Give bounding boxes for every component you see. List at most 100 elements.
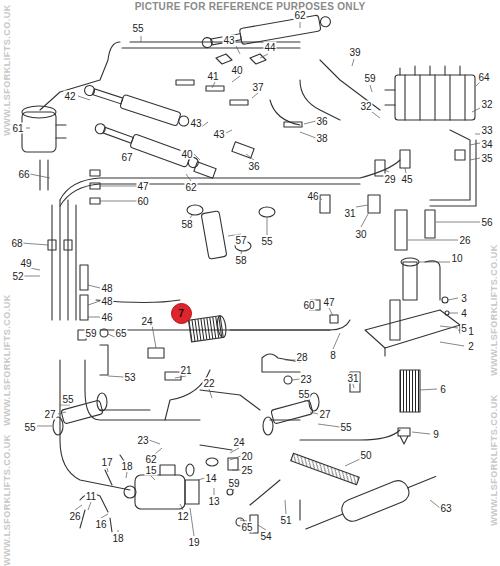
callout-number: 59 <box>84 328 97 339</box>
callout-number: 9 <box>432 429 440 440</box>
callout-number: 2 <box>467 341 475 352</box>
callout-number: 28 <box>295 352 308 363</box>
callout-number: 27 <box>43 409 56 420</box>
callout-number: 55 <box>61 394 74 405</box>
callout-number: 1 <box>467 326 475 337</box>
callout-number: 62 <box>144 454 157 465</box>
callout-number: 61 <box>11 123 24 134</box>
callout-number: 48 <box>100 296 113 307</box>
callout-number: 43 <box>212 129 225 140</box>
callout-number: 38 <box>315 133 328 144</box>
callout-number: 55 <box>297 389 310 400</box>
callout-number: 60 <box>136 196 149 207</box>
leader-lines <box>22 22 480 536</box>
callout-number: 10 <box>450 253 463 264</box>
callout-number: 26 <box>68 511 81 522</box>
callout-number: 54 <box>259 531 272 542</box>
callout-number: 40 <box>230 65 243 76</box>
callout-number: 23 <box>299 374 312 385</box>
callout-number: 60 <box>302 300 315 311</box>
callout-number: 23 <box>136 435 149 446</box>
callout-number: 41 <box>206 71 219 82</box>
callout-number: 44 <box>263 42 276 53</box>
callout-number: 20 <box>240 451 253 462</box>
callout-number: 49 <box>19 258 32 269</box>
callout-number: 24 <box>140 316 153 327</box>
callout-number: 59 <box>227 478 240 489</box>
callout-number: 68 <box>10 238 23 249</box>
callout-number: 48 <box>100 283 113 294</box>
callout-number: 58 <box>180 219 193 230</box>
callout-number: 36 <box>247 161 260 172</box>
callout-number: 58 <box>234 255 247 266</box>
callout-number: 63 <box>439 503 452 514</box>
callout-number: 24 <box>232 437 245 448</box>
callout-number: 53 <box>123 372 136 383</box>
callout-number: 62 <box>184 182 197 193</box>
callout-number: 40 <box>180 149 193 160</box>
callout-number: 12 <box>176 511 189 522</box>
callout-number: 51 <box>279 515 292 526</box>
callout-number: 47 <box>136 181 149 192</box>
callout-number: 57 <box>234 235 247 246</box>
watermark-text: WWW.LSFORKLIFTS.CO.UK <box>489 393 500 526</box>
callout-number: 62 <box>293 10 306 21</box>
callout-number: 31 <box>346 373 359 384</box>
callout-number: 56 <box>480 217 493 228</box>
callout-number: 13 <box>207 496 220 507</box>
callout-number: 30 <box>354 229 367 240</box>
callout-number: 8 <box>329 350 337 361</box>
callout-number: 34 <box>480 139 493 150</box>
callout-number: 55 <box>23 422 36 433</box>
highlight-circle: 7 <box>171 303 192 324</box>
callout-number: 26 <box>458 235 471 246</box>
callout-number: 6 <box>439 384 447 395</box>
callout-number: 42 <box>63 91 76 102</box>
callout-number: 55 <box>260 236 273 247</box>
callout-number: 31 <box>343 208 356 219</box>
callout-number: 19 <box>187 537 200 548</box>
callout-number: 33 <box>480 125 493 136</box>
callout-number: 55 <box>131 23 144 34</box>
callout-number: 16 <box>94 519 107 530</box>
callout-number: 67 <box>120 152 133 163</box>
callout-number: 17 <box>100 457 113 468</box>
callout-number: 43 <box>189 118 202 129</box>
notice-heading: PICTURE FOR REFERENCE PURPOSES ONLY <box>134 1 367 12</box>
watermark-text: WWW.LSFORKLIFTS.CO.UK <box>2 3 13 136</box>
callout-number: 52 <box>11 271 24 282</box>
callout-number: 14 <box>204 473 217 484</box>
callout-number: 22 <box>202 378 215 389</box>
callout-number: 27 <box>318 409 331 420</box>
watermark-text: WWW.LSFORKLIFTS.CO.UK <box>2 293 13 426</box>
callout-number: 36 <box>315 116 328 127</box>
callout-number: 66 <box>17 169 30 180</box>
callout-number: 65 <box>114 328 127 339</box>
watermark-text: WWW.LSFORKLIFTS.CO.UK <box>2 433 13 566</box>
callout-number: 35 <box>480 153 493 164</box>
callout-number: 55 <box>339 422 352 433</box>
callout-number: 7 <box>178 308 184 319</box>
callout-number: 25 <box>240 465 253 476</box>
callout-number: 18 <box>120 461 133 472</box>
callout-number: 39 <box>348 47 361 58</box>
callout-number: 45 <box>400 174 413 185</box>
callout-number: 11 <box>85 491 97 502</box>
callout-number: 59 <box>363 73 376 84</box>
callout-number: 29 <box>383 174 396 185</box>
callout-number: 50 <box>359 450 372 461</box>
callout-number: 37 <box>251 82 264 93</box>
callout-number: 15 <box>144 465 157 476</box>
callout-number: 43 <box>222 35 235 46</box>
callout-number: 46 <box>100 312 113 323</box>
callout-number: 64 <box>477 72 490 83</box>
watermark-text: WWW.LSFORKLIFTS.CO.UK <box>489 243 500 376</box>
callout-number: 32 <box>480 99 493 110</box>
callout-number: 32 <box>359 101 372 112</box>
callout-number: 21 <box>179 365 192 376</box>
callout-number: 4 <box>460 308 468 319</box>
callout-number: 47 <box>322 297 335 308</box>
callout-number: 46 <box>306 191 319 202</box>
